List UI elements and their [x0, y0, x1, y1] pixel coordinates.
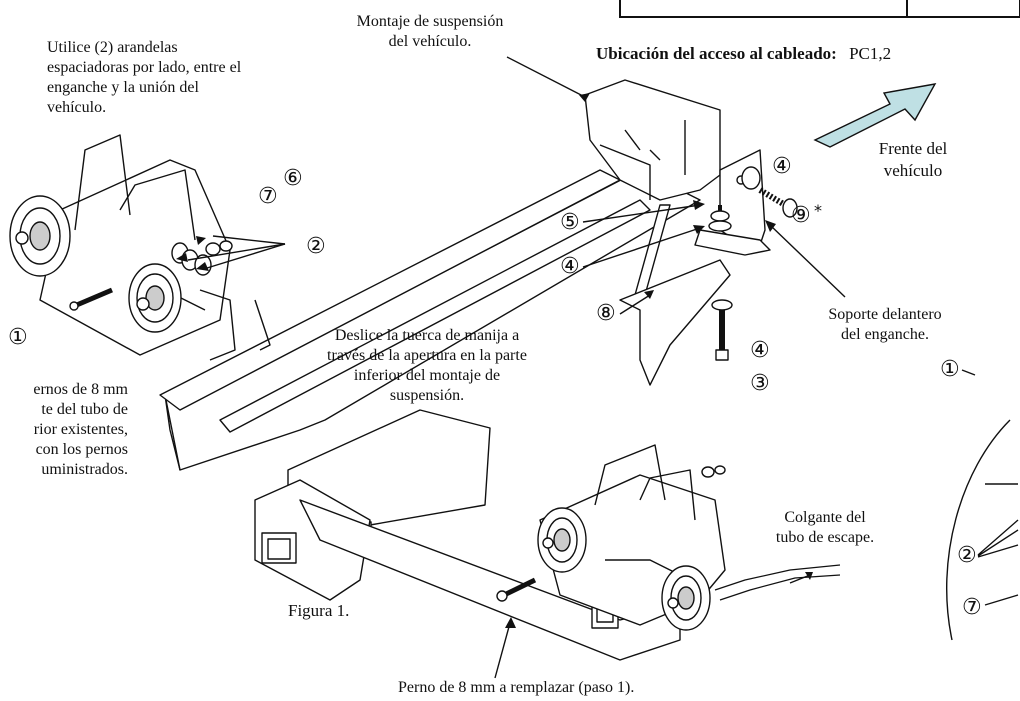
handle-nut-line-3: inferior del montaje de	[353, 367, 501, 384]
callout-9: ⑨	[791, 203, 811, 228]
spacer-line-1: Utilice (2) arandelas	[47, 39, 178, 56]
front-bracket-line-1: Soporte delantero	[828, 306, 942, 323]
left-bolts-line-2: te del tubo de	[41, 401, 128, 418]
spacer-line-4: vehículo.	[47, 99, 107, 116]
suspension-mount-line-1: Montaje de suspensión	[356, 13, 504, 30]
callout-3: ③	[750, 371, 770, 396]
callout-4-mid: ④	[560, 254, 580, 279]
wiring-access-title: Ubicación del acceso al cableado:	[596, 44, 837, 63]
callout-6: ⑥	[283, 166, 303, 191]
spacer-line-2: espaciadoras por lado, entre el	[47, 59, 242, 76]
vehicle-front-line-1: Frente del	[878, 139, 948, 158]
bolt-replace-label: Perno de 8 mm a remplazar (paso 1).	[398, 679, 635, 696]
handle-nut-line-1: Deslice la tuerca de manija a	[334, 327, 520, 344]
handle-nut-note: Deslice la tuerca de manija a través de …	[296, 326, 558, 406]
callout-7: ⑦	[258, 184, 278, 209]
left-bolts-line-5: uministrados.	[41, 461, 128, 478]
callout-2: ②	[306, 234, 326, 259]
front-bracket-label: Soporte delantero del enganche.	[800, 305, 970, 345]
suspension-mount-line-2: del vehículo.	[388, 33, 472, 50]
front-direction-arrow	[813, 83, 937, 148]
wiring-access-value: PC1,2	[849, 44, 892, 63]
suspension-mount-label: Montaje de suspensión del vehículo.	[330, 12, 530, 52]
callout-8: ⑧	[596, 301, 616, 326]
callout-2-right: ②	[957, 543, 977, 568]
asterisk-mark: *	[814, 201, 822, 220]
left-bolts-line-1: ernos de 8 mm	[33, 381, 128, 398]
figure-caption: Figura 1.	[288, 601, 350, 620]
exhaust-hanger-label: Colgante del tubo de escape.	[760, 508, 890, 548]
vehicle-front-line-2: vehículo	[883, 161, 943, 180]
left-bolts-line-4: con los pernos	[35, 441, 128, 458]
table-divider	[906, 0, 908, 16]
callout-1-right: ①	[940, 357, 960, 382]
left-bolts-note: ernos de 8 mm te del tubo de rior existe…	[0, 380, 128, 480]
callout-4-top: ④	[772, 154, 792, 179]
spacer-washers-note: Utilice (2) arandelas espaciadoras por l…	[47, 38, 241, 118]
callout-5: ⑤	[560, 210, 580, 235]
vehicle-front-label: Frente del vehículo	[858, 138, 968, 182]
callout-4-bottom: ④	[750, 338, 770, 363]
exhaust-line-2: tubo de escape.	[775, 529, 875, 546]
handle-nut-line-4: suspensión.	[389, 387, 465, 404]
exhaust-line-1: Colgante del	[784, 509, 866, 526]
front-bracket-line-2: del enganche.	[841, 326, 929, 343]
callout-7-right: ⑦	[962, 595, 982, 620]
wiring-access-label: Ubicación del acceso al cableado: PC1,2	[596, 44, 891, 64]
callout-1-left: ①	[8, 325, 28, 350]
spacer-line-3: enganche y la unión del	[47, 79, 199, 96]
handle-nut-line-2: través de la apertura en la parte	[327, 347, 527, 364]
left-bolts-line-3: rior existentes,	[33, 421, 128, 438]
